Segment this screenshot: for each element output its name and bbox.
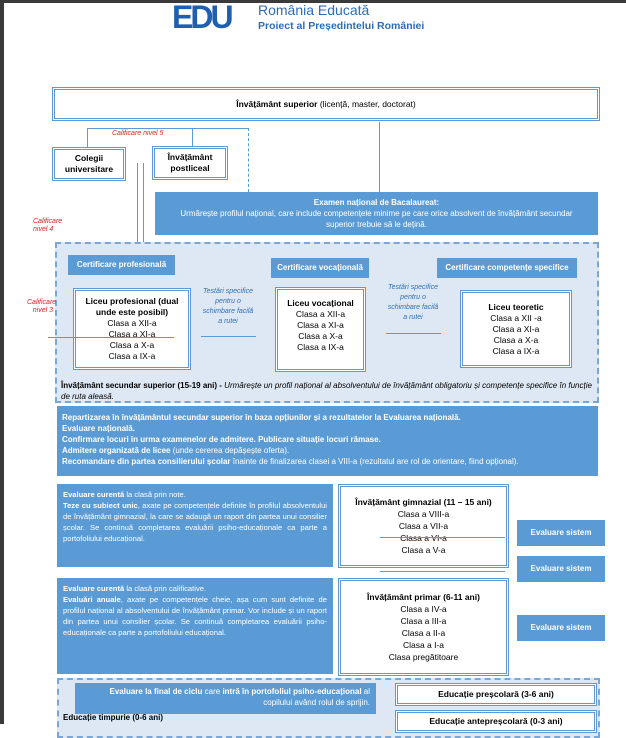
logo-title: România Educată [258,2,370,18]
gimnazial-evaluation-box: Evaluare curentă la clasă prin note.Teze… [57,484,333,567]
higher-education-box: Învățământ superior (licență, master, do… [52,87,600,121]
colegii-box: Colegii universitare [52,147,126,181]
connector [137,163,138,243]
double-arrow [201,336,256,337]
final-ciclu-box: Evaluare la final de ciclu care intră în… [75,683,376,714]
double-arrow [386,333,441,334]
logo: EDU România Educată Proiect al Președint… [172,0,472,39]
connector [87,128,88,147]
cert-competente: Certificare competențe specifice [437,258,577,278]
arrow [380,537,505,538]
top-edge [0,0,626,3]
level4-label: Calificare nivel 4 [33,218,63,233]
left-edge [0,0,4,724]
antepre-box: Educație antepreșcolară (0-3 ani) [395,710,597,733]
level3-arrow [48,337,174,338]
testari-label: Testări specifice pentru o schimbare fac… [202,288,254,325]
dashed-connector [192,128,249,192]
postliceal-box: Învățământ postliceal [152,146,228,180]
connector [143,163,144,243]
secondary-caption: Învățământ secundar superior (15-19 ani)… [61,381,592,401]
evaluare-sistem-3: Evaluare sistem [517,615,605,641]
connector [192,128,193,146]
gimnazial-box: Învățământ gimnazial (11 – 15 ani) Clasa… [338,484,509,568]
admission-box: Repartizarea în învățământul secundar su… [57,406,598,476]
cert-vocationala: Certificare vocațională [271,258,369,278]
evaluare-sistem-2: Evaluare sistem [517,556,605,582]
testari-label: Testări specifice pentru o schimbare fac… [387,284,439,321]
logo-subtitle: Proiect al Președintelui României [258,20,425,32]
cert-profesionala: Certificare profesională [68,255,175,275]
timpurie-label: Educație timpurie (0-6 ani) [63,713,164,722]
level3-label: Calificare nivel 3 [27,299,57,314]
bac-to-higher-arrow [379,122,380,192]
primar-evaluation-box: Evaluare curentă la clasă prin calificat… [57,578,333,674]
level5-label: Calificare nivel 5 [112,130,164,137]
liceu-profesional-box: Liceu profesional (dual unde este posibi… [73,288,191,370]
primar-box: Învățământ primar (6-11 ani) Clasa a IV-… [338,578,509,676]
evaluare-sistem-1: Evaluare sistem [517,520,605,546]
arrow [380,571,505,572]
logo-letters: EDU [172,0,234,35]
connector [87,128,192,129]
bac-box: Examen național de Bacalaureat: Urmăreșt… [155,192,598,235]
prescolar-box: Educație preșcolară (3-6 ani) [395,683,597,706]
